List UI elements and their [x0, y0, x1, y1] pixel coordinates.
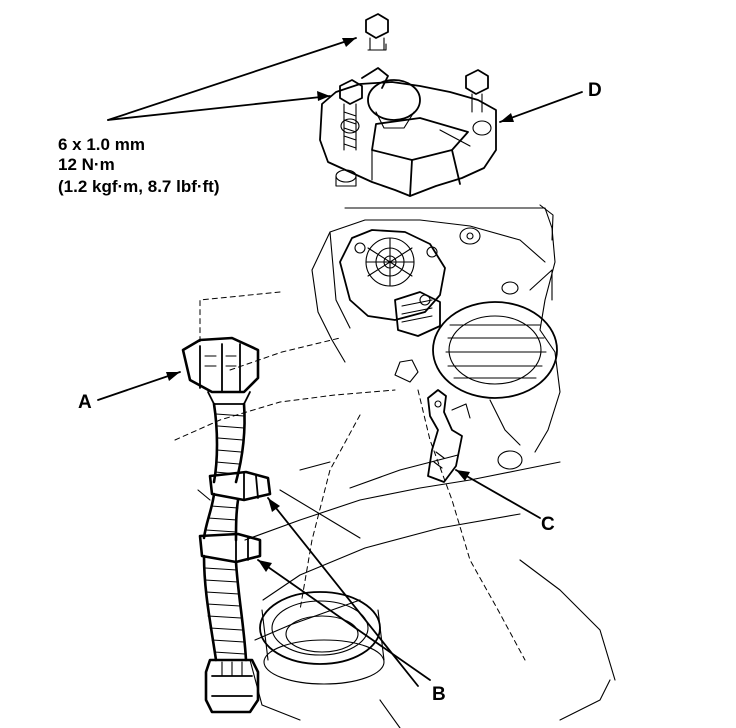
torque-alt-text: (1.2 kgf·m, 8.7 lbf·ft) [58, 177, 220, 196]
callout-b: B [432, 684, 446, 705]
drive-gear [394, 227, 558, 470]
cover-d [319, 67, 497, 197]
bolt-right [465, 69, 489, 113]
bolt-top [365, 13, 389, 51]
bolt-left [339, 79, 363, 151]
lower-bearing [259, 591, 385, 685]
range-sensor-mounted [339, 229, 446, 337]
transmission-housing [174, 204, 616, 728]
bolt-size-text: 6 x 1.0 mm [58, 135, 145, 154]
callout-d: D [588, 80, 602, 101]
leader-lines [97, 37, 583, 687]
callout-a: A [78, 392, 92, 413]
torque-text: 12 N·m [58, 155, 115, 174]
bracket-c [427, 389, 471, 483]
callout-c: C [541, 514, 555, 535]
wire-harness-a [181, 336, 272, 714]
